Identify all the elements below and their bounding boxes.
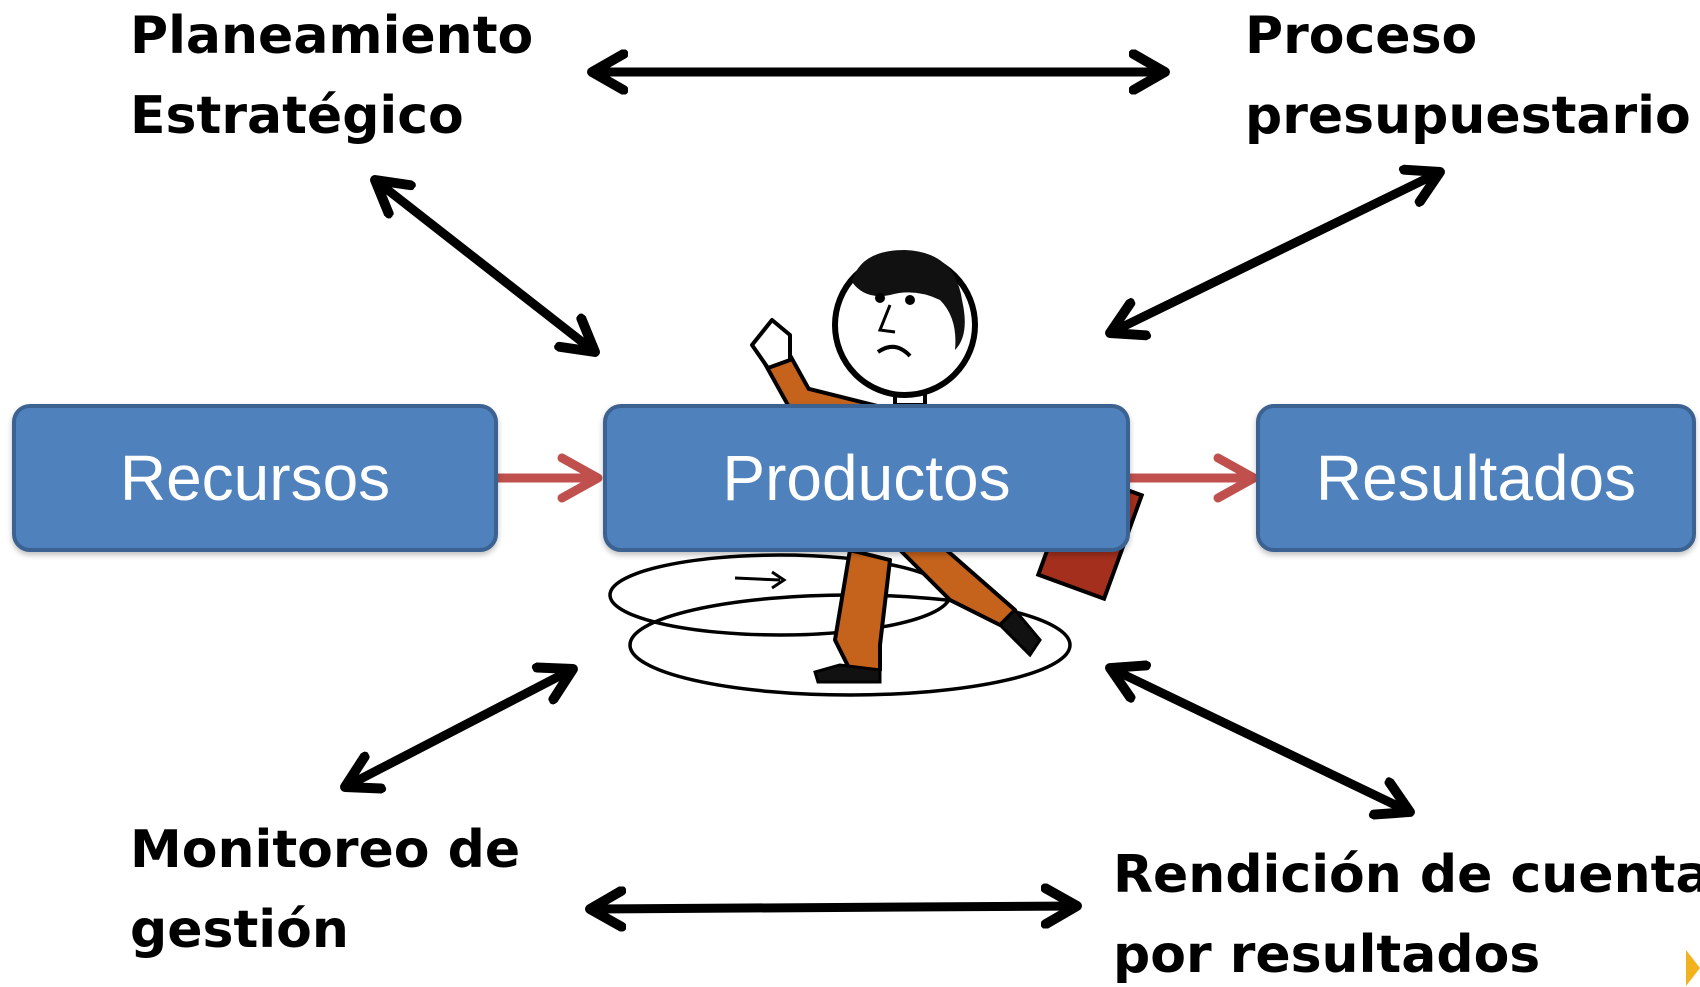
proceso-line-2: presupuestario [1245, 86, 1691, 146]
recursos-label: Recursos [119, 442, 391, 514]
proceso-label: Proceso presupuestario [1245, 0, 1691, 156]
rendicion-label: Rendición de cuentas por resultados [1113, 835, 1700, 987]
arrow-monitoreo-productos [345, 669, 573, 787]
flow-arrow-recursos-productos [496, 453, 603, 503]
arrow-proceso-productos [1110, 172, 1440, 333]
resultados-label: Resultados [1315, 442, 1637, 514]
monitoreo-label: Monitoreo de gestión [130, 810, 520, 970]
rendicion-line-2: por resultados [1113, 925, 1541, 985]
planeamiento-line-1: Planeamiento [130, 6, 534, 66]
planeamiento-line-2: Estratégico [130, 86, 464, 146]
rendicion-line-1: Rendición de cuentas [1113, 845, 1700, 905]
productos-label: Productos [722, 442, 1011, 514]
monitoreo-line-1: Monitoreo de [130, 820, 521, 880]
corner-accent-icon [1686, 950, 1700, 986]
recursos-box: Recursos [12, 404, 498, 552]
flow-arrow-productos-resultados [1130, 453, 1259, 503]
planeamiento-label: Planeamiento Estratégico [130, 0, 533, 156]
productos-box: Productos [603, 404, 1130, 552]
monitoreo-line-2: gestión [130, 900, 349, 960]
arrow-rendicion-productos [1110, 668, 1410, 812]
proceso-line-1: Proceso [1245, 6, 1478, 66]
resultados-box: Resultados [1256, 404, 1696, 552]
arrow-planeamiento-productos [375, 180, 595, 352]
arrow-monitoreo-rendicion [590, 906, 1077, 909]
